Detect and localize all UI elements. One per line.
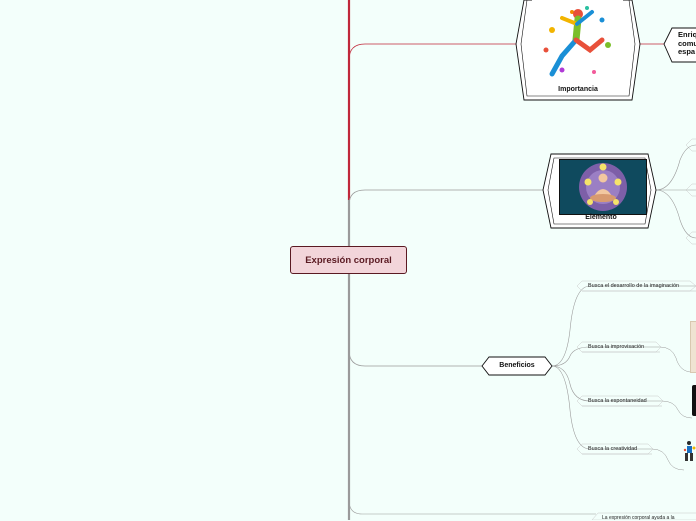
importancia-label[interactable]: Importancia: [528, 86, 628, 93]
link-beneficios: [349, 350, 482, 366]
creatividad-image: [683, 438, 696, 466]
beneficios-label[interactable]: Beneficios: [482, 362, 552, 369]
dancer-image: [532, 0, 623, 84]
central-topic-label: Expresión corporal: [305, 255, 392, 266]
link-elemento-3: [656, 190, 696, 238]
espontaneidad-image: [692, 385, 696, 416]
elemento-label[interactable]: Elemento: [551, 214, 651, 221]
meditation-image: [559, 159, 647, 215]
link-elemento-1: [656, 145, 696, 190]
link-elemento: [349, 190, 543, 205]
link-beneficio-4: [552, 366, 652, 449]
beneficio-improvisacion[interactable]: Busca la improvisación: [588, 344, 644, 350]
beneficio-espontaneidad[interactable]: Busca la espontaneidad: [588, 398, 647, 404]
central-topic[interactable]: Expresión corporal: [290, 246, 407, 274]
footer-node-text[interactable]: La expresión corporal ayuda a la: [602, 515, 675, 521]
improvisacion-image: [690, 321, 696, 373]
link-importancia: [349, 44, 516, 60]
beneficio-imaginacion[interactable]: Busca el desarrollo de la imaginación: [588, 283, 679, 289]
beneficio-creatividad[interactable]: Busca la creatividad: [588, 446, 637, 452]
importancia-note-line-3: espa: [678, 48, 695, 57]
link-beneficio-1: [552, 286, 696, 366]
